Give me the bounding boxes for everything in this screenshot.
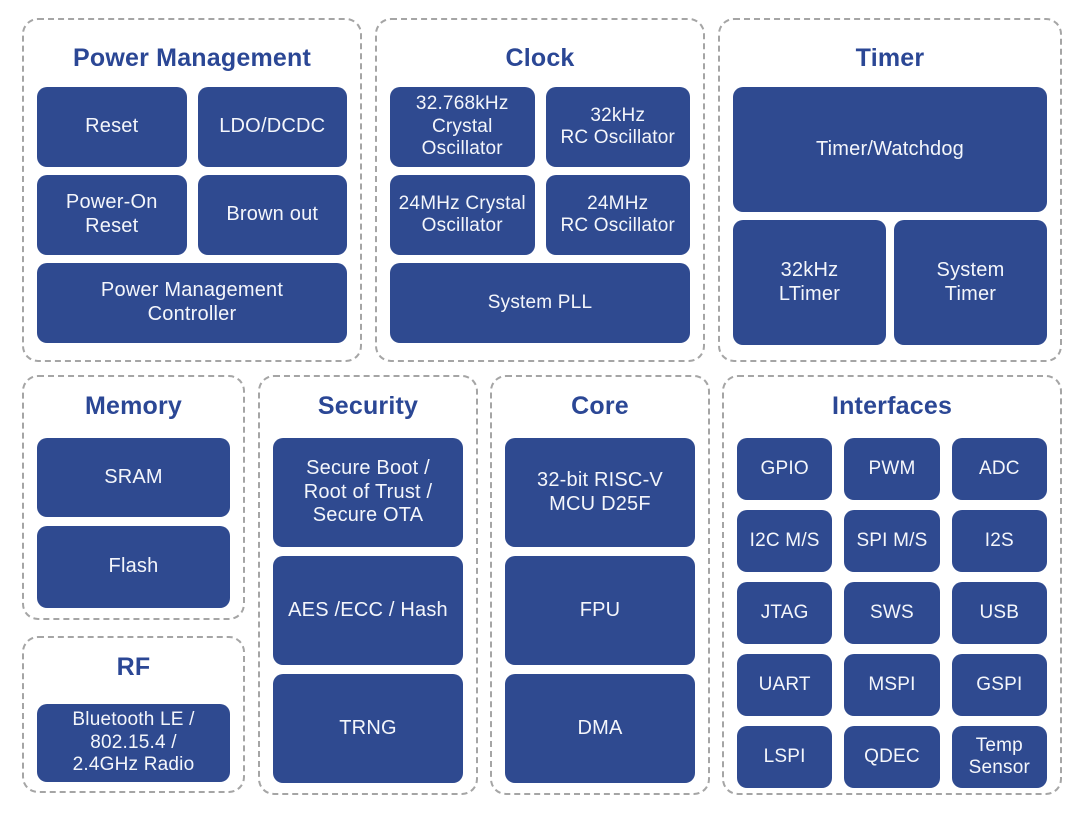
memory-blocks: SRAM Flash [37,438,230,608]
block-qdec: QDEC [844,726,940,788]
block-system-pll: System PLL [390,263,690,343]
block-timer-watchdog: Timer/Watchdog [733,87,1047,212]
block-trng: TRNG [273,674,463,783]
section-timer: Timer Timer/Watchdog 32kHz LTimer System… [718,18,1062,362]
section-rf: RF Bluetooth LE / 802.15.4 / 2.4GHz Radi… [22,636,245,793]
interfaces-blocks: GPIO PWM ADC I2C M/S SPI M/S I2S JTAG SW… [737,438,1047,788]
block-uart: UART [737,654,833,716]
block-gspi: GSPI [951,654,1047,716]
block-fpu: FPU [505,556,695,665]
core-blocks: 32-bit RISC-V MCU D25F FPU DMA [505,438,695,783]
section-title-rf: RF [116,653,151,681]
block-power-management-controller: Power Management Controller [37,263,347,343]
section-title-timer: Timer [855,44,925,72]
section-title-memory: Memory [84,392,183,420]
block-secure-boot: Secure Boot / Root of Trust / Secure OTA [273,438,463,547]
block-bluetooth-radio: Bluetooth LE / 802.15.4 / 2.4GHz Radio [37,704,230,782]
block-dma: DMA [505,674,695,783]
block-system-timer: System Timer [894,220,1047,345]
block-i2c-ms: I2C M/S [737,510,833,572]
block-sws: SWS [844,582,940,644]
block-pwm: PWM [844,438,940,500]
block-aes-ecc-hash: AES /ECC / Hash [273,556,463,665]
block-mspi: MSPI [844,654,940,716]
block-jtag: JTAG [737,582,833,644]
block-lspi: LSPI [737,726,833,788]
block-usb: USB [951,582,1047,644]
timer-row: 32kHz LTimer System Timer [733,220,1047,345]
block-riscv-mcu: 32-bit RISC-V MCU D25F [505,438,695,547]
section-title-interfaces: Interfaces [831,392,953,420]
block-power-on-reset: Power-On Reset [37,175,187,255]
section-interfaces: Interfaces GPIO PWM ADC I2C M/S SPI M/S … [722,375,1062,795]
block-24mhz-rc-oscillator: 24MHz RC Oscillator [545,175,690,255]
section-title-security: Security [317,392,419,420]
section-title-power-management: Power Management [73,44,311,72]
block-32khz-rc-oscillator: 32kHz RC Oscillator [545,87,690,167]
section-power-management: Power Management Reset LDO/DCDC Power-On… [22,18,362,362]
timer-blocks: Timer/Watchdog 32kHz LTimer System Timer [733,87,1047,345]
block-32khz-ltimer: 32kHz LTimer [733,220,886,345]
block-flash: Flash [37,526,230,608]
block-ldo-dcdc: LDO/DCDC [197,87,347,167]
block-reset: Reset [37,87,187,167]
block-brown-out: Brown out [197,175,347,255]
section-title-clock: Clock [505,44,575,72]
section-clock: Clock 32.768kHz Crystal Oscillator 32kHz… [375,18,705,362]
block-adc: ADC [951,438,1047,500]
block-gpio: GPIO [737,438,833,500]
block-24mhz-crystal-oscillator: 24MHz Crystal Oscillator [390,175,535,255]
power-management-blocks: Reset LDO/DCDC Power-On Reset Brown out … [37,87,347,343]
rf-blocks: Bluetooth LE / 802.15.4 / 2.4GHz Radio [37,704,230,782]
security-blocks: Secure Boot / Root of Trust / Secure OTA… [273,438,463,783]
section-memory: Memory SRAM Flash [22,375,245,620]
block-sram: SRAM [37,438,230,517]
block-32768khz-crystal-oscillator: 32.768kHz Crystal Oscillator [390,87,535,167]
section-title-core: Core [571,392,629,420]
block-temp-sensor: Temp Sensor [951,726,1047,788]
block-i2s: I2S [951,510,1047,572]
section-security: Security Secure Boot / Root of Trust / S… [258,375,478,795]
block-spi-ms: SPI M/S [844,510,940,572]
clock-blocks: 32.768kHz Crystal Oscillator 32kHz RC Os… [390,87,690,343]
section-core: Core 32-bit RISC-V MCU D25F FPU DMA [490,375,710,795]
